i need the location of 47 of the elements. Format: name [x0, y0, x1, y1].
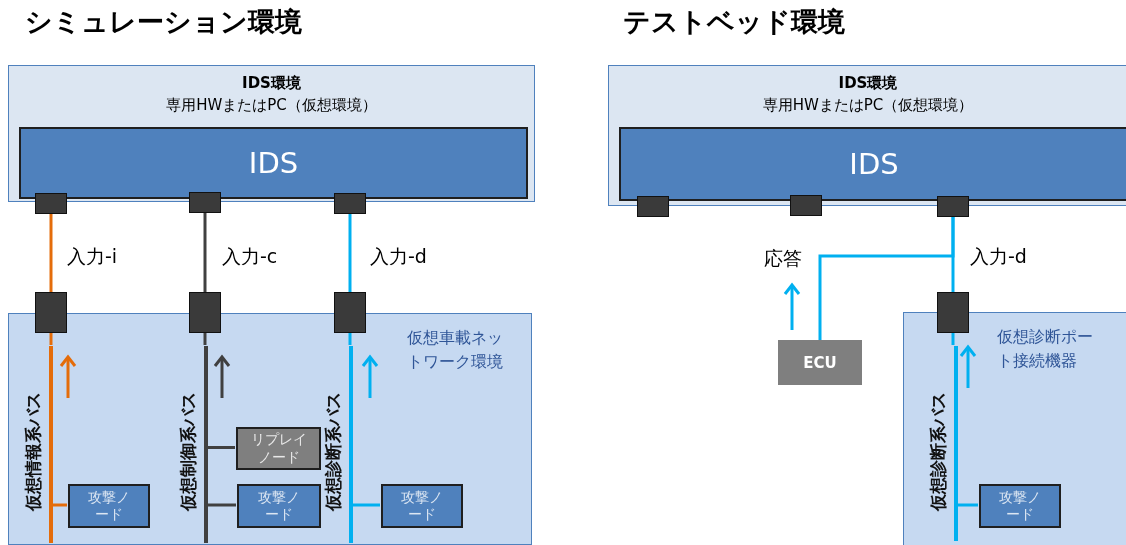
connector-line — [203, 333, 207, 345]
port-box — [790, 195, 822, 216]
attack-node-box: 攻撃ノード — [237, 484, 321, 528]
port-box — [189, 192, 221, 213]
port-box — [35, 193, 67, 214]
heading: IDS環境 — [837, 73, 899, 94]
description: 専用HWまたはPC（仮想環境） — [165, 95, 378, 116]
replay-node-box: リプレイノード — [236, 427, 321, 470]
environment-box — [608, 65, 1126, 206]
bus-label: 仮想診断系バス — [928, 392, 948, 511]
port-box — [637, 196, 669, 217]
port-box — [334, 193, 366, 214]
heading: IDS環境 — [241, 73, 302, 94]
attack-node-box: 攻撃ノード — [381, 484, 463, 528]
connector-line — [49, 214, 53, 292]
bus-label: 仮想制御系バス — [178, 392, 198, 511]
connector-line — [207, 503, 236, 507]
port-box — [35, 292, 67, 333]
attack-node-box: 攻撃ノード — [68, 484, 150, 528]
connector-line — [818, 217, 955, 340]
environment-box — [8, 65, 535, 202]
ecu-box: ECU — [778, 340, 862, 385]
connector-line — [52, 503, 67, 507]
connector-line — [957, 503, 978, 507]
connector-line — [348, 333, 352, 345]
attack-node-box: 攻撃ノード — [979, 484, 1061, 528]
description: 専用HWまたはPC（仮想環境） — [761, 95, 975, 116]
network-environment-box — [903, 312, 1126, 545]
connector-line — [951, 333, 955, 345]
connector-line — [207, 446, 235, 449]
port-box — [937, 292, 969, 333]
section-title: シミュレーション環境 — [25, 5, 302, 39]
port-box — [937, 196, 969, 217]
port-box — [189, 292, 221, 333]
ids-box: IDS — [19, 127, 528, 199]
box-heading: 仮想診断ポート接続機器 — [997, 326, 1094, 372]
bus-label: 仮想情報系バス — [23, 392, 43, 511]
connector-line — [352, 503, 380, 507]
bus-label: 仮想診断系バス — [323, 392, 343, 511]
network-environment-box — [8, 313, 532, 545]
box-heading: 仮想車載ネットワーク環境 — [407, 327, 504, 373]
ids-box: IDS — [619, 127, 1126, 201]
connector-line — [348, 214, 352, 292]
section-title: テストベッド環境 — [623, 5, 845, 39]
port-box — [334, 292, 366, 333]
connector-line — [49, 333, 53, 345]
connector-line — [203, 213, 207, 292]
